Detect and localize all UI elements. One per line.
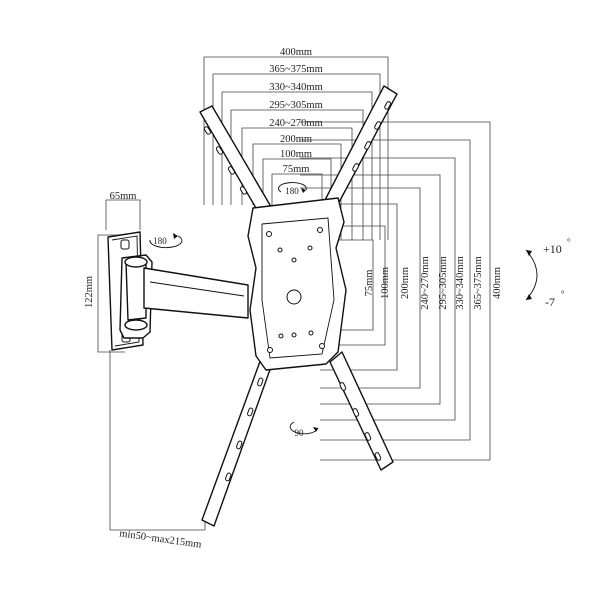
vdim-365-375: 365~375mm (473, 256, 484, 310)
vdim-330-340: 330~340mm (455, 256, 466, 310)
hdim-400: 400mm (280, 47, 312, 58)
tilt-indicator (525, 249, 538, 301)
bottom-rotation-label: 90 (295, 428, 305, 438)
wall-plate-width-label: 65mm (110, 191, 137, 202)
vdim-400: 400mm (492, 267, 503, 299)
plate-rotation-label: 180 (285, 186, 299, 196)
hdim-75: 75mm (283, 164, 310, 175)
tilt-down-label: -7 (545, 295, 555, 309)
wall-plate-dimensions (97, 199, 206, 531)
vdim-100: 100mm (380, 267, 391, 299)
hdim-200: 200mm (280, 134, 312, 145)
center-hole (286, 289, 302, 305)
wall-rotation-label: 180 (153, 236, 167, 246)
rotation-indicator-bottom (289, 421, 319, 435)
hdim-365-375: 365~375mm (269, 64, 323, 75)
vdim-240-270: 240~270mm (420, 256, 431, 310)
arm-slots (203, 101, 392, 482)
hdim-240-270: 240~270mm (269, 118, 323, 129)
tilt-up-degree: ° (567, 237, 571, 247)
rotation-indicator-wall (149, 233, 183, 249)
wall-plate-height-label: 122mm (84, 276, 95, 308)
vdim-295-305: 295~305mm (438, 256, 449, 310)
articulating-arm (119, 254, 249, 339)
tilt-up-label: +10 (543, 242, 562, 256)
extension-label: min50~max215mm (119, 528, 202, 550)
tilt-down-degree: ° (561, 289, 565, 299)
vesa-bracket-arms (199, 85, 398, 527)
rotation-indicator-plate (277, 182, 307, 193)
hdim-295-305: 295~305mm (269, 100, 323, 111)
hdim-330-340: 330~340mm (269, 82, 323, 93)
center-plate (247, 197, 347, 371)
vdim-200: 200mm (400, 267, 411, 299)
vdim-75: 75mm (364, 270, 375, 297)
hdim-100: 100mm (280, 149, 312, 160)
vertical-dimension-frames (300, 121, 491, 461)
